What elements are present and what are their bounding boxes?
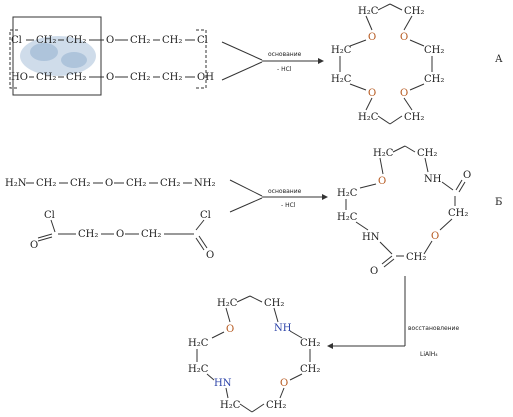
carbonyl-o: O [370,266,378,277]
h2c: H₂C [358,6,379,17]
arrow-label-top: основание [268,188,302,195]
ch2: CH₂ [36,72,56,83]
diamide-product: H₂C CH₂ O NH O H₂C CH₂ H₂C HN O O CH₂ [337,145,471,277]
arrow-label-bottom: - HCl [281,202,296,209]
arrow-b: основание - HCl [229,179,328,213]
oh-right: OH [197,72,214,83]
carbonyl-o: O [463,170,471,181]
ch2: CH₂ [70,178,90,189]
ch2: CH₂ [300,338,320,349]
ether-o: O [105,178,113,189]
metal-template-blob-2 [30,43,58,61]
ring-o: O [378,176,386,187]
ch2: CH₂ [404,112,424,123]
h2c: H₂C [188,364,209,375]
ether-o: O [106,72,114,83]
ether-o: O [106,35,114,46]
carbonyl-o-right: O [206,250,214,261]
ch2: CH₂ [130,35,150,46]
arrow-label-top: основание [268,51,302,58]
ch2: CH₂ [160,178,180,189]
reduction-label: восстановление [408,325,459,332]
reduction-arrow: восстановление LiAlH₄ [327,276,459,358]
diacid-chloride: Cl O CH₂ O CH₂ Cl O [30,210,214,261]
amide-nh: NH [424,174,442,185]
crown-ether-product: H₂C CH₂ O O H₂C CH₂ H₂C CH₂ O O H₂C CH₂ [331,3,444,125]
ring-o: O [280,378,288,389]
h2c: H₂C [188,338,209,349]
ch2: CH₂ [404,6,424,17]
scheme-b-marker: Б [495,197,502,208]
carbonyl-o-left: O [30,240,38,251]
ch2: CH₂ [141,229,161,240]
ch2: CH₂ [130,72,150,83]
left-dashed-bracket [9,29,18,89]
ch2: CH₂ [78,229,98,240]
cl-left: Cl [44,210,55,221]
amine-hn: HN [362,232,380,243]
ch2: CH₂ [266,400,286,411]
ring-o-upper-left: O [368,32,376,43]
ch2: CH₂ [417,148,437,159]
cl-right: Cl [200,210,211,221]
cl-right: Cl [197,35,208,46]
ether-o: O [116,229,124,240]
ring-o-upper-right: O [400,32,408,43]
reagent-label: LiAlH₄ [420,351,438,358]
arrow-a: основание - HCl [221,41,324,81]
arrowhead [318,58,324,64]
ch2: CH₂ [66,35,86,46]
h2n: H₂N [5,178,27,189]
h2c: H₂C [358,112,379,123]
ring-nh: NH [274,323,292,334]
ch2: CH₂ [36,35,56,46]
ch2: CH₂ [264,298,284,309]
chain-top: Cl CH₂ CH₂ O CH₂ CH₂ Cl [11,35,208,46]
diamine: H₂N CH₂ CH₂ O CH₂ CH₂ NH₂ [5,178,215,189]
arrow-label-bottom: - HCl [277,66,292,73]
nh2: NH₂ [194,178,215,189]
ring-hn: HN [214,378,232,389]
ch2: CH₂ [406,252,426,263]
h2c: H₂C [337,188,358,199]
template-box [12,16,102,96]
ring-o-lower-left: O [368,88,376,99]
scheme-a-marker: А [495,54,503,65]
right-dashed-bracket [196,29,207,89]
diaza-crown-final: H₂C CH₂ O NH H₂C CH₂ H₂C CH₂ HN O H₂C CH… [188,295,320,413]
cl-left: Cl [11,35,22,46]
ch2: CH₂ [66,72,86,83]
ring-o: O [431,231,439,242]
metal-template-blob-3 [61,52,87,68]
ch2: CH₂ [162,72,182,83]
chain-bottom: HO CH₂ CH₂ O CH₂ CH₂ OH [11,72,214,83]
h2c: H₂C [337,212,358,223]
ch2: CH₂ [300,364,320,375]
ch2: CH₂ [424,74,444,85]
ch2: CH₂ [36,178,56,189]
h2c: H₂C [331,74,352,85]
ring-o: O [226,324,234,335]
ch2: CH₂ [162,35,182,46]
h2c: H₂C [331,45,352,56]
ch2: CH₂ [448,208,468,219]
h2c: H₂C [217,298,238,309]
ch2: CH₂ [126,178,146,189]
arrowhead [327,343,333,349]
ho-left: HO [11,72,28,83]
ch2: CH₂ [424,45,444,56]
h2c: H₂C [373,148,394,159]
ring-o-lower-right: O [400,88,408,99]
h2c: H₂C [220,400,241,411]
arrowhead [322,194,328,200]
